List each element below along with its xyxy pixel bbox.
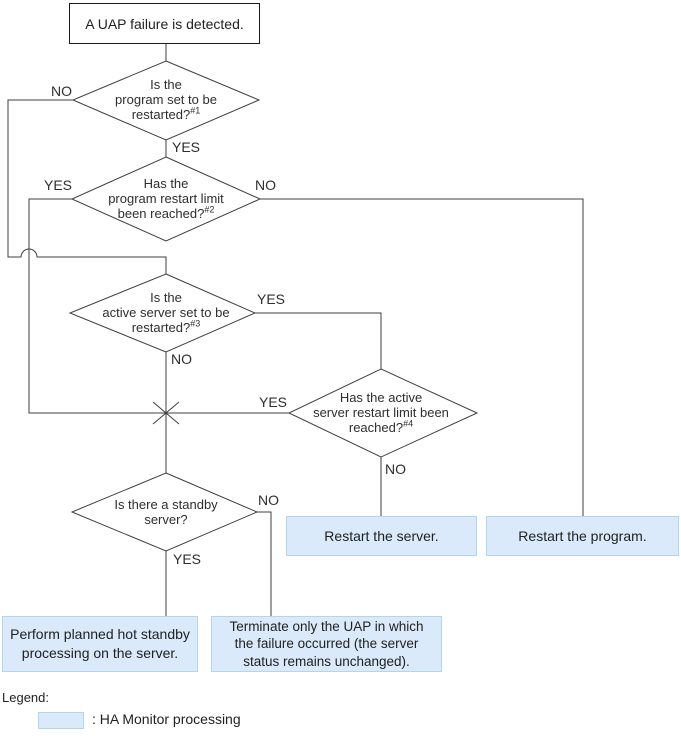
label-d3-yes: YES <box>257 291 286 307</box>
diamond-standby-server <box>70 472 259 552</box>
diamond-program-restart-limit <box>70 156 262 242</box>
decision-program-restart-text: Is the program set to be restarted?#1 <box>66 77 266 122</box>
footnote-ref: #4 <box>403 418 414 429</box>
footnote-ref: #1 <box>190 105 201 116</box>
decision-line: Has the active <box>339 390 423 405</box>
decision-standby-server-text: Is there a standby server? <box>66 497 266 527</box>
label-d2-no: NO <box>255 177 276 193</box>
label-d5-yes: YES <box>173 551 202 567</box>
decision-line: Is there a standby <box>114 497 218 512</box>
decision-line: active server set to be <box>102 305 230 320</box>
diamond-active-server-restart-limit <box>287 368 479 458</box>
decision-line-text: restarted? <box>131 107 191 122</box>
connector-d3-yes-to-d4 <box>255 312 382 369</box>
footnote-ref: #2 <box>204 204 215 215</box>
decision-line: program restart limit <box>108 191 224 206</box>
action-text: Restart the server. <box>324 528 439 544</box>
connector-d5-no-to-terminate <box>257 511 272 616</box>
label-d5-no: NO <box>258 492 279 508</box>
action-line: the failure occurred (the server <box>234 636 419 652</box>
decision-line: been reached?#2 <box>66 204 266 221</box>
decision-line: program set to be <box>115 92 217 107</box>
label-d2-yes: YES <box>43 177 72 193</box>
decision-line-text: restarted? <box>131 320 191 335</box>
diamond-active-server-restart <box>68 273 257 353</box>
action-line: Perform planned hot standby <box>10 626 190 642</box>
legend-title: Legend: <box>2 690 49 705</box>
decision-line: reached?#4 <box>281 418 481 435</box>
start-node: A UAP failure is detected. <box>69 3 260 44</box>
label-d1-no: NO <box>51 83 72 99</box>
action-terminate-uap: Terminate only the UAP in which the fail… <box>211 616 442 672</box>
action-perform-planned-hot-standby: Perform planned hot standby processing o… <box>2 616 198 672</box>
decision-line-text: reached? <box>348 420 404 435</box>
legend-swatch <box>38 712 84 729</box>
legend-label: : HA Monitor processing <box>92 711 241 727</box>
decision-line: restarted?#3 <box>66 318 266 335</box>
decision-line: Is the <box>150 290 182 305</box>
action-text: Restart the program. <box>518 528 647 544</box>
decision-line: Is the <box>150 77 182 92</box>
action-restart-server: Restart the server. <box>286 516 477 556</box>
action-restart-program: Restart the program. <box>486 516 679 556</box>
decision-program-restart-limit-text: Has the program restart limit been reach… <box>66 176 266 221</box>
decision-line-text: been reached? <box>117 206 205 221</box>
label-d1-yes: YES <box>172 139 201 155</box>
label-d4-no: NO <box>385 461 406 477</box>
decision-line: Has the <box>143 176 189 191</box>
action-line: status remains unchanged). <box>243 653 410 669</box>
decision-line: server? <box>144 512 188 527</box>
label-d3-no: NO <box>171 351 192 367</box>
diamond-program-restart <box>71 60 261 141</box>
footnote-ref: #3 <box>190 318 201 329</box>
connector-d2-yes-and-d4-yes-merge <box>28 198 289 414</box>
decision-line: server restart limit been <box>313 405 449 420</box>
decision-active-server-restart-limit-text: Has the active server restart limit been… <box>281 390 481 435</box>
connector-d1-no-to-d3 <box>7 99 167 274</box>
label-d4-yes: YES <box>258 394 287 410</box>
crossing-x-mark <box>152 401 180 425</box>
connector-d2-no-to-restart-program <box>260 198 584 516</box>
action-line: Terminate only the UAP in which <box>229 618 424 634</box>
decision-active-server-restart-text: Is the active server set to be restarted… <box>66 290 266 335</box>
start-node-text: A UAP failure is detected. <box>85 15 244 32</box>
decision-line: restarted?#1 <box>66 105 266 122</box>
action-line: processing on the server. <box>21 645 179 661</box>
